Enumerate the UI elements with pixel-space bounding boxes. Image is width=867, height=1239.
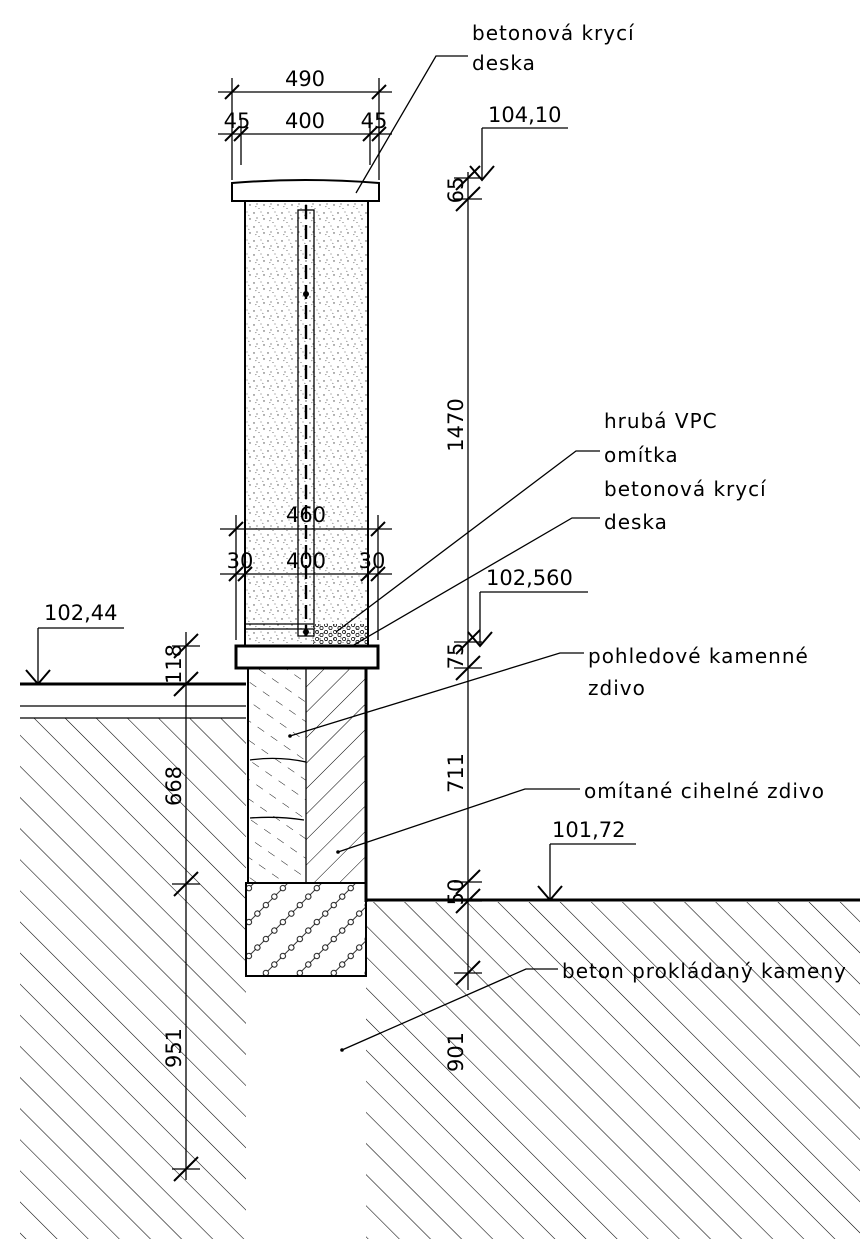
dim-v-step: 50 (444, 879, 468, 906)
dim-v-cap-mid: 75 (444, 643, 468, 670)
dim-v-cap-top: 65 (444, 177, 468, 204)
dim-top-side-right: 45 (361, 109, 388, 133)
label-cap-mid-line1: betonová krycí (604, 477, 767, 501)
dim-right-vertical (454, 165, 482, 990)
label-cap-top-line2: deska (472, 51, 536, 75)
dim-mid-inner: 400 (286, 549, 326, 573)
soil-left (20, 718, 246, 1239)
level-right-ground: 101,72 (552, 818, 625, 842)
level-cap: 102,560 (486, 566, 573, 590)
dim-top-horizontal (218, 78, 392, 180)
label-stone-line1: pohledové kamenné (588, 644, 809, 668)
dim-mid-side-left: 30 (227, 549, 254, 573)
mid-cap-slab (234, 644, 380, 670)
stone-facing (247, 667, 307, 883)
level-marker-cap (467, 591, 588, 648)
soil-right (366, 902, 860, 1239)
label-render-line1: hrubá VPC (604, 409, 718, 433)
label-cap-mid-line2: deska (604, 510, 668, 534)
level-marker-left (25, 627, 124, 686)
dim-top-overall: 490 (285, 67, 325, 91)
dim-v-left-top: 118 (162, 644, 186, 684)
dim-mid-horizontal (220, 515, 392, 640)
dim-left-vertical (172, 632, 200, 1182)
dim-mid-overall: 460 (286, 503, 326, 527)
level-top: 104,10 (488, 103, 561, 127)
label-render-line2: omítka (604, 443, 679, 467)
top-cap-slab (231, 179, 380, 202)
ground-left (20, 682, 246, 719)
level-marker-right (537, 843, 636, 902)
level-left-ground: 102,44 (44, 601, 117, 625)
dim-mid-side-right: 30 (359, 549, 386, 573)
foundation-concrete (245, 882, 367, 977)
leader-lines (288, 55, 600, 1052)
dim-v-left-wall: 668 (162, 766, 186, 806)
label-stone-line2: zdivo (588, 676, 646, 700)
dim-v-pillar: 1470 (444, 398, 468, 451)
label-concrete: beton prokládaný kameny (562, 959, 847, 983)
dim-v-wall: 711 (444, 753, 468, 793)
label-cap-top-line1: betonová krycí (472, 21, 635, 45)
dim-top-inner: 400 (285, 109, 325, 133)
level-marker-top (469, 127, 568, 182)
anchor-bar (297, 205, 315, 637)
brick-wall (248, 668, 368, 902)
dim-v-found-right: 901 (444, 1032, 468, 1072)
dim-v-left-found: 951 (162, 1028, 186, 1068)
label-brick: omítané cihelné zdivo (584, 779, 825, 803)
dim-top-side-left: 45 (224, 109, 251, 133)
